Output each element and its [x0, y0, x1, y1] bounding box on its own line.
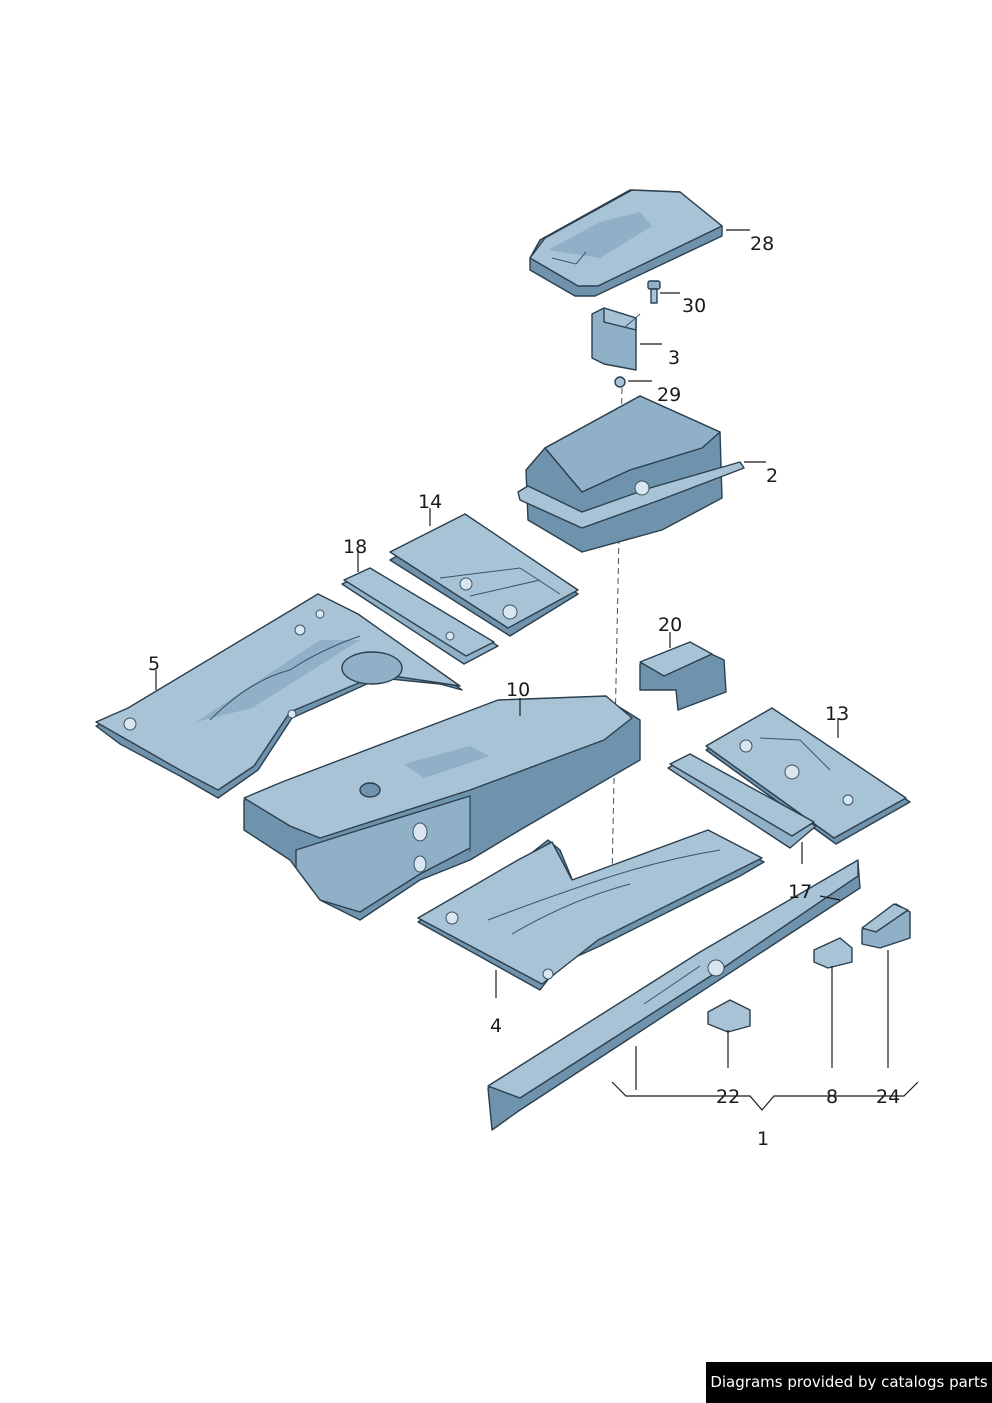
group-brace-1: [611, 1081, 919, 1111]
callout-14: 14: [418, 491, 442, 513]
part-24-bracket: [861, 903, 911, 949]
callout-22: 22: [716, 1086, 740, 1108]
callout-30: 30: [682, 295, 706, 317]
part-28-cover: [529, 189, 723, 297]
part-29-nut: [614, 376, 626, 388]
callout-10: 10: [506, 679, 530, 701]
part-30-bolt: [647, 280, 661, 304]
callout-18: 18: [343, 536, 367, 558]
callout-17: 17: [788, 881, 812, 903]
callout-28: 28: [750, 233, 774, 255]
part-22-bracket: [707, 999, 751, 1033]
part-18-crossmember: [341, 567, 499, 665]
leader-17: [819, 895, 841, 901]
callout-24: 24: [876, 1086, 900, 1108]
part-20-bracket: [639, 641, 727, 711]
callout-1: 1: [757, 1128, 769, 1150]
part-crossmember-right: [667, 753, 817, 849]
part-14-floor-section: [389, 513, 579, 637]
part-1-sill-assembly: [487, 859, 861, 1131]
part-3-bracket: [591, 307, 641, 371]
part-10-tunnel: [243, 695, 641, 921]
credit-banner: Diagrams provided by catalogs parts: [706, 1362, 992, 1403]
callout-13: 13: [825, 703, 849, 725]
part-5-left-floor: [95, 593, 463, 799]
callout-3: 3: [668, 347, 680, 369]
callout-29: 29: [657, 384, 681, 406]
callout-8: 8: [826, 1086, 838, 1108]
part-8-bracket: [813, 937, 853, 969]
callout-2: 2: [766, 465, 778, 487]
part-2-tub: [517, 395, 745, 553]
callout-5: 5: [148, 653, 160, 675]
callout-20: 20: [658, 614, 682, 636]
part-4-right-floor: [417, 829, 765, 991]
callout-4: 4: [490, 1015, 502, 1037]
